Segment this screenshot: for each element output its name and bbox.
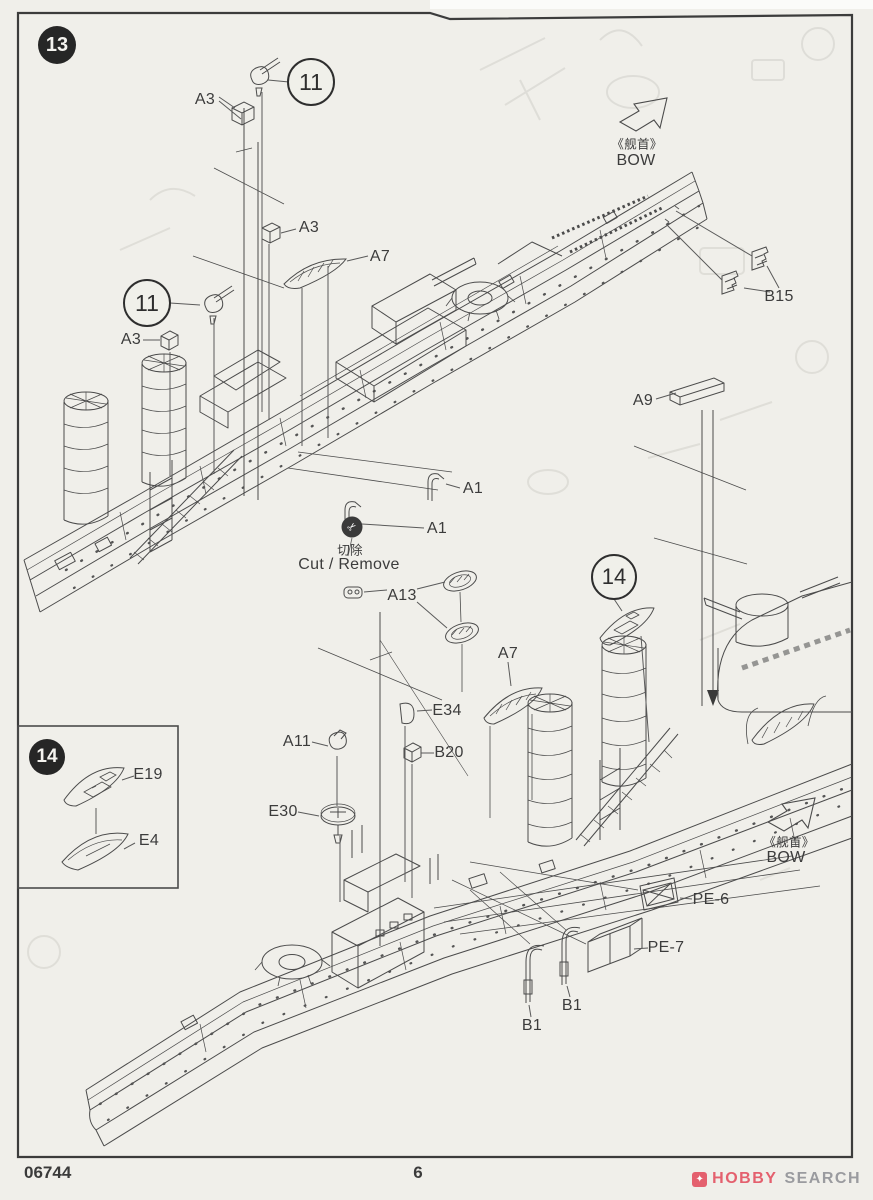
callout-b20: B20 — [434, 744, 464, 761]
ship-14-parts — [320, 687, 679, 1003]
callout-e4: E4 — [138, 832, 160, 849]
bow-direction-arrows — [618, 97, 816, 832]
callout-a1-right: A1 — [462, 480, 484, 497]
step-14-number: 14 — [29, 739, 65, 775]
callout-a7-lower: A7 — [497, 645, 519, 662]
callout-pe6: PE-6 — [692, 891, 730, 908]
cut-note-en: Cut / Remove — [298, 556, 400, 573]
page-border-frame — [16, 11, 854, 1159]
hobby-search-watermark: ✦ HOBBY SEARCH — [692, 1170, 861, 1188]
callout-e34: E34 — [432, 702, 462, 719]
cut-note-zh: 切除 — [337, 543, 363, 558]
bow-note-top-zh: 《舰首》 — [611, 137, 663, 152]
ref-step-14-circle: 14 — [591, 554, 637, 600]
step-13-number: 13 — [38, 26, 76, 64]
kit-number: 06744 — [24, 1163, 72, 1182]
callout-a13: A13 — [387, 587, 417, 604]
callout-b1-right: B1 — [561, 997, 583, 1014]
ref-step-11-circle-left: 11 — [123, 279, 171, 327]
ship-13-parts — [160, 57, 769, 692]
watermark-brand: HOBBY — [712, 1170, 778, 1187]
bow-note-right-en: BOW — [766, 849, 806, 866]
callout-a3-left: A3 — [120, 331, 142, 348]
callout-a3-mast-top: A3 — [194, 91, 216, 108]
bow-note-top-en: BOW — [616, 152, 656, 169]
callout-e30: E30 — [268, 803, 298, 820]
callout-a9: A9 — [632, 392, 654, 409]
callout-a3-mid: A3 — [298, 219, 320, 236]
step-14-inset-box — [17, 725, 179, 889]
ship-13-drawing — [23, 108, 708, 613]
watermark-suffix: SEARCH — [784, 1170, 861, 1187]
callout-b15: B15 — [764, 288, 794, 305]
ship-14-drawing — [85, 410, 853, 1147]
callout-e19: E19 — [133, 766, 163, 783]
callout-b1-left: B1 — [521, 1017, 543, 1034]
hobby-search-flame-icon: ✦ — [692, 1171, 708, 1187]
bleed-through-ghosts — [27, 27, 835, 969]
callout-pe7: PE-7 — [647, 939, 685, 956]
leader-lines — [121, 79, 780, 1018]
ref-step-11-circle-top: 11 — [287, 58, 335, 106]
bow-note-right-zh: 《舰首》 — [763, 835, 815, 850]
callout-a1-left: A1 — [426, 520, 448, 537]
callout-a11: A11 — [282, 733, 312, 750]
callout-a7-upper: A7 — [369, 248, 391, 265]
scan-paper-edge — [430, 0, 873, 9]
page-number: 6 — [413, 1163, 423, 1182]
